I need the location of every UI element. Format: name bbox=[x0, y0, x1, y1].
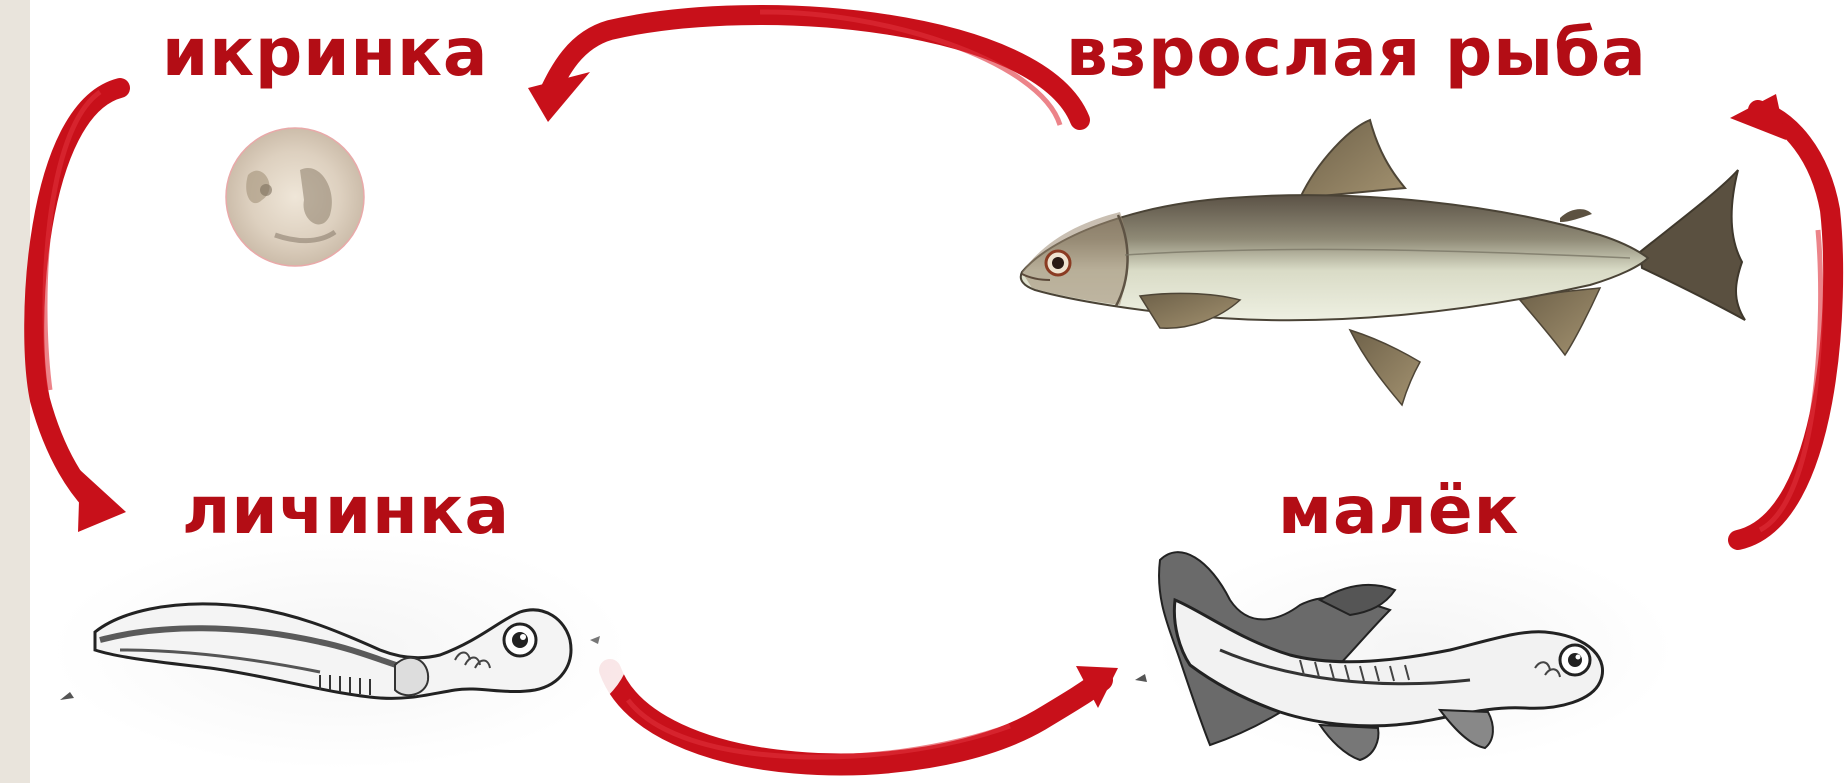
arrow-adult-to-egg bbox=[528, 12, 1080, 125]
stage-label-adult-fish: взрослая рыба bbox=[1066, 20, 1647, 86]
stage-label-egg: икринка bbox=[162, 20, 488, 86]
arrow-larva-to-fry bbox=[610, 666, 1118, 764]
larva-illustration bbox=[50, 530, 630, 770]
adult-fish-illustration bbox=[1021, 120, 1745, 405]
arrow-fry-to-adult bbox=[1730, 94, 1833, 540]
stage-label-fry: малёк bbox=[1278, 478, 1519, 544]
stage-label-larva: личинка bbox=[182, 478, 510, 544]
arrow-egg-to-larva bbox=[34, 88, 126, 532]
fry-illustration bbox=[1135, 535, 1675, 765]
egg-illustration bbox=[226, 128, 364, 266]
